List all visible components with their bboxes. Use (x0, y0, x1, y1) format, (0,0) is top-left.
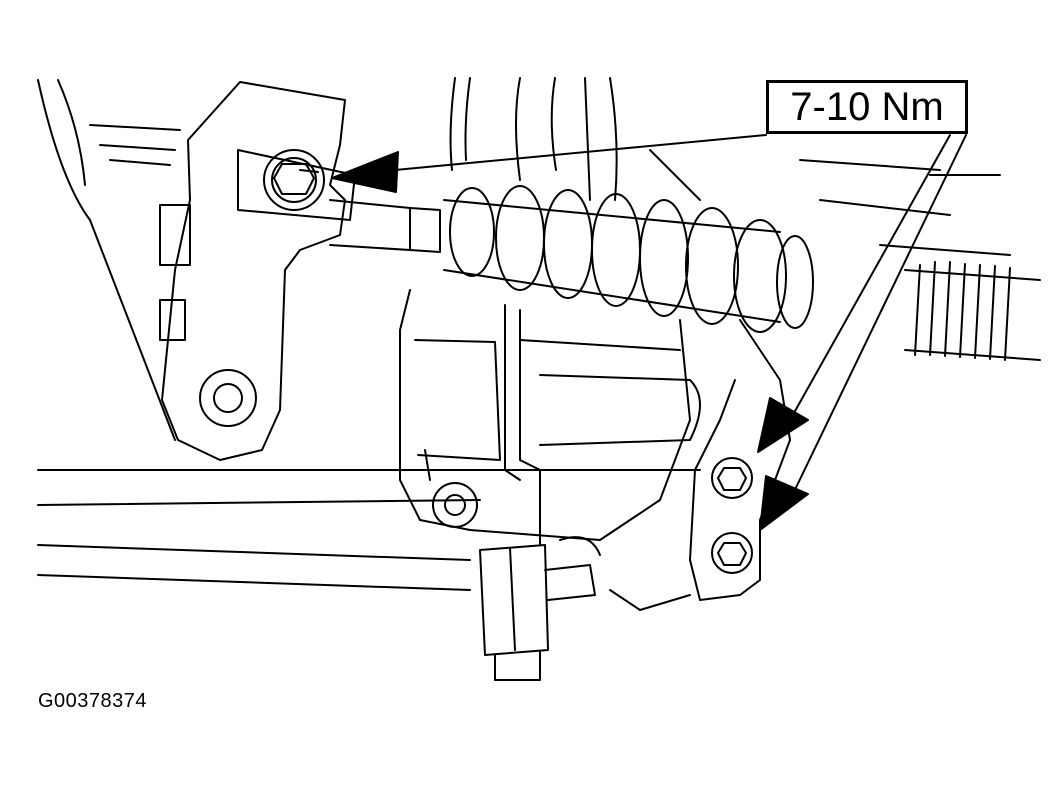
shift-rod (479, 536, 601, 681)
arrow-upper-right-bolt-icon (757, 397, 809, 453)
torque-callout: 7-10 Nm (766, 80, 968, 134)
threaded-end (904, 261, 1041, 361)
arrow-lower-right-bolt-icon (759, 475, 809, 531)
arrowheads (331, 151, 809, 531)
rubber-boot (329, 185, 814, 333)
lever-housing (399, 289, 701, 546)
frame-lines (37, 77, 1011, 591)
arrow-top-bolt-icon (331, 151, 399, 193)
leader-lines (394, 134, 967, 501)
left-bracket (159, 81, 346, 461)
top-bolt (237, 149, 356, 221)
right-bracket (609, 319, 791, 611)
figure-id: G00378374 (38, 690, 148, 712)
